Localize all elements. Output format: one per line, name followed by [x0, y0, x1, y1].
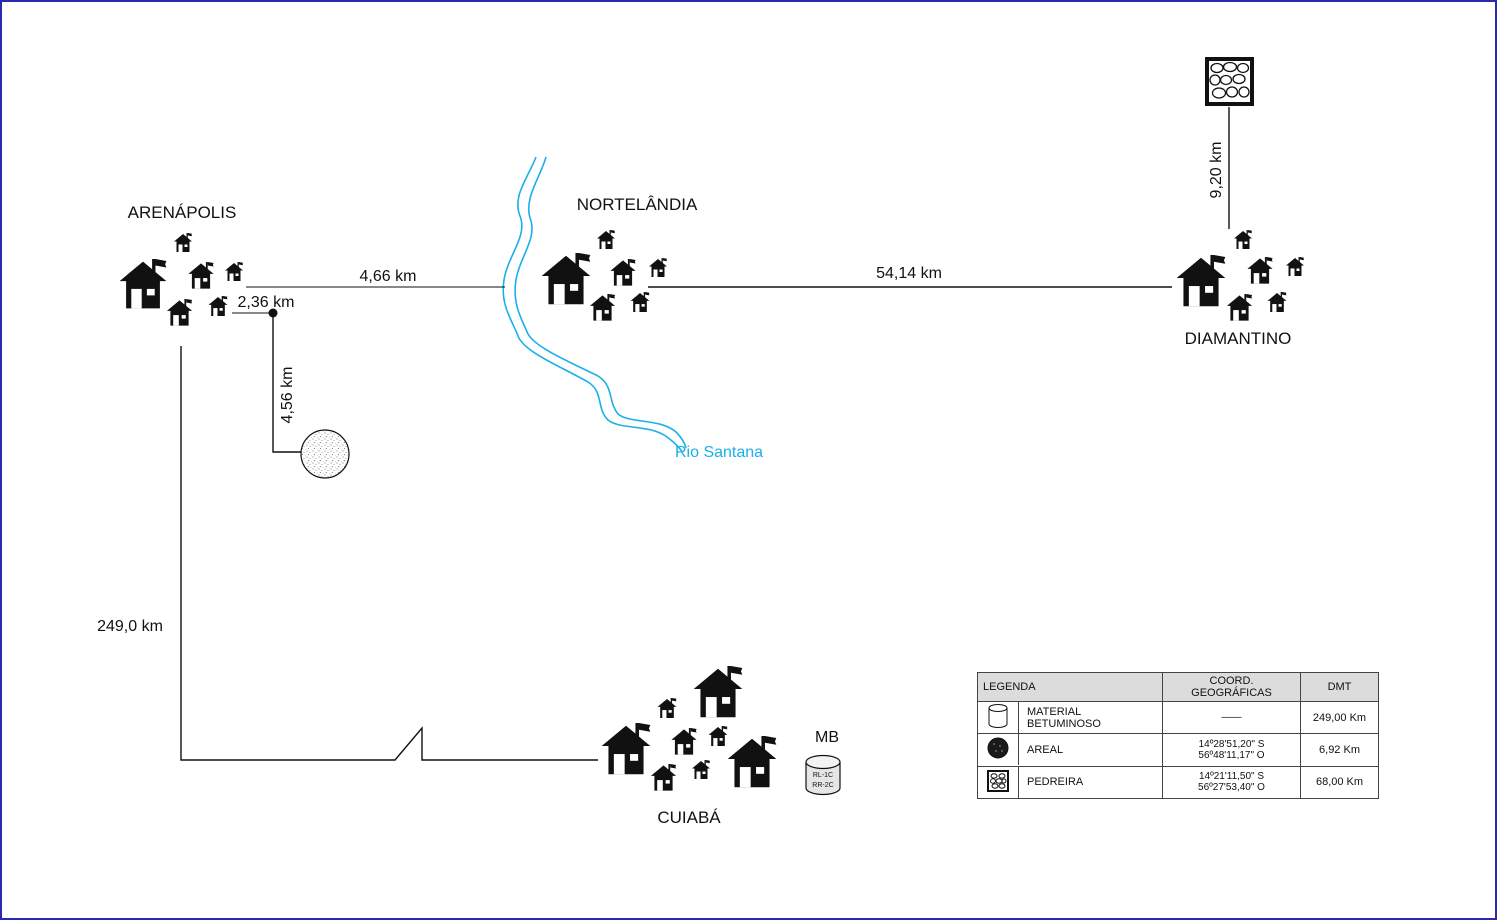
cylinder-icon — [988, 704, 1008, 729]
mb-line1: RL-1C — [813, 772, 833, 779]
legend-coord-pedreira-lat: 14º21'11,50" S — [1198, 771, 1265, 783]
legend-row-areal: AREAL 14º28'51,20" S 56º48'11,17" O 6,92… — [977, 733, 1379, 767]
cuiaba-houses — [601, 666, 777, 791]
diamantino-houses — [1176, 230, 1304, 321]
river-rio-santana — [502, 156, 687, 453]
legend-table: LEGENDA COORD. GEOGRÁFICAS DMT MATERIAL … — [977, 672, 1379, 800]
river-label: Rio Santana — [675, 444, 763, 461]
distance-nortelandia-diamantino: 54,14 km — [876, 265, 942, 282]
legend-name-betuminoso: MATERIAL BETUMINOSO — [1027, 705, 1101, 730]
legend-dmt-pedreira: 68,00 Km — [1300, 765, 1379, 800]
city-label-nortelandia: NORTELÂNDIA — [577, 195, 698, 214]
legend-coord-betuminoso: —— — [1162, 700, 1301, 735]
mb-label: MB — [815, 729, 839, 746]
legend-row-betuminoso: MATERIAL BETUMINOSO —— 249,00 Km — [977, 700, 1379, 735]
legend-row-pedreira: PEDREIRA 14º21'11,50" S 56º27'53,40" O 6… — [977, 765, 1379, 800]
route-arenapolis-cuiaba — [180, 346, 598, 761]
distance-arenapolis-nortelandia: 4,66 km — [360, 268, 417, 285]
sand-circle-icon — [987, 737, 1009, 759]
dmt-header: DMT — [1300, 672, 1379, 702]
legend-coord-areal-lon: 56º48'11,17" O — [1198, 749, 1265, 761]
legend-coord-pedreira-lon: 56º27'53,40" O — [1198, 782, 1265, 794]
legend-dmt-areal: 6,92 Km — [1300, 733, 1379, 767]
legend-header: LEGENDA — [977, 672, 1163, 702]
arenapolis-houses — [119, 233, 243, 326]
distance-branch-areal: 4,56 km — [279, 367, 296, 424]
legend-coord-areal-lat: 14º28'51,20" S — [1198, 738, 1265, 750]
route-branch-areal — [272, 313, 302, 453]
legend-coord-pedreira: 14º21'11,50" S 56º27'53,40" O — [1162, 765, 1301, 800]
city-label-arenapolis: ARENÁPOLIS — [128, 203, 237, 222]
legend-name-areal: AREAL — [1027, 743, 1064, 756]
distance-diamantino-pedreira: 9,20 km — [1208, 142, 1225, 199]
areal-icon — [300, 429, 350, 479]
legend-coord-areal: 14º28'51,20" S 56º48'11,17" O — [1162, 733, 1301, 767]
coords-header: COORD. GEOGRÁFICAS — [1162, 672, 1301, 702]
legend-dmt-betuminoso: 249,00 Km — [1300, 700, 1379, 735]
route-junction-dot — [268, 308, 278, 318]
nortelandia-houses — [541, 230, 667, 321]
legend-name-pedreira: PEDREIRA — [1027, 776, 1084, 789]
mb-tank-icon — [805, 754, 841, 796]
route-lines — [180, 107, 1230, 761]
pedreira-icon — [1205, 57, 1254, 106]
distance-arenapolis-cuiaba: 249,0 km — [97, 618, 163, 635]
stone-square-icon — [987, 769, 1009, 792]
city-label-diamantino: DIAMANTINO — [1185, 329, 1292, 348]
city-label-cuiaba: CUIABÁ — [657, 808, 721, 827]
mb-line2: RR-2C — [812, 782, 833, 789]
distance-arenapolis-branch: 2,36 km — [238, 294, 295, 311]
